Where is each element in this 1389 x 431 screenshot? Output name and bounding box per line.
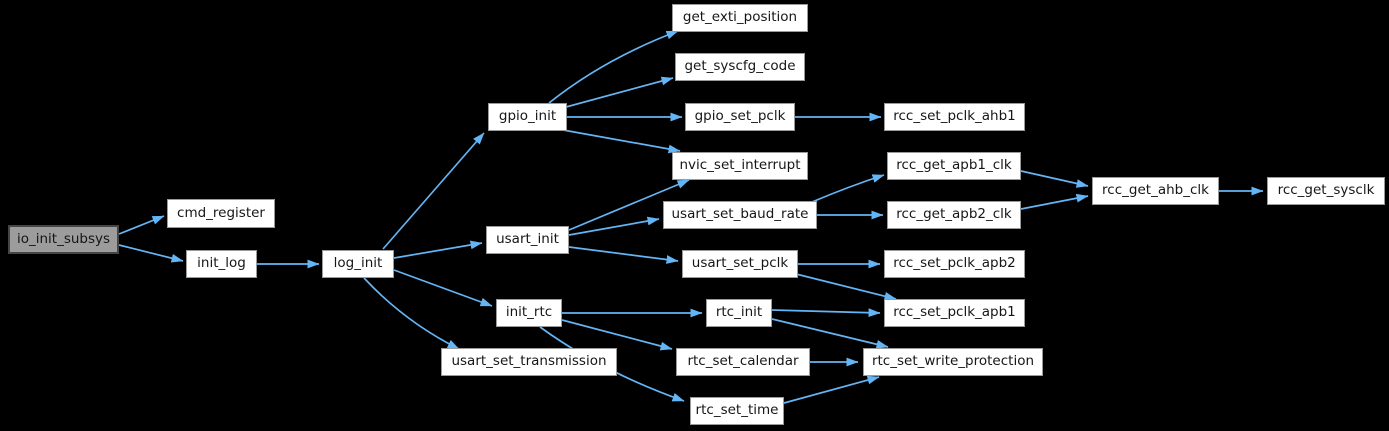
node-rtc_set_calendar[interactable]: rtc_set_calendar bbox=[676, 348, 810, 376]
edge-rtc_set_time--rtc_set_write_protection bbox=[783, 375, 880, 404]
node-label: cmd_register bbox=[177, 204, 265, 221]
node-label: get_exti_position bbox=[682, 9, 798, 26]
node-label: gpio_set_pclk bbox=[694, 108, 786, 125]
node-label: init_rtc bbox=[505, 304, 553, 321]
node-init_rtc[interactable]: init_rtc bbox=[496, 299, 562, 327]
node-rcc_set_pclk_apb1[interactable]: rcc_set_pclk_apb1 bbox=[884, 299, 1025, 327]
edge-usart_init--usart_set_pclk bbox=[568, 246, 679, 264]
node-label: log_init bbox=[333, 255, 383, 272]
node-label: rcc_set_pclk_apb2 bbox=[893, 255, 1016, 272]
node-label: rcc_set_pclk_apb1 bbox=[893, 304, 1016, 321]
node-rtc_set_write_protection[interactable]: rtc_set_write_protection bbox=[863, 348, 1043, 376]
node-gpio_init[interactable]: gpio_init bbox=[488, 103, 567, 131]
edge-log_init--gpio_init bbox=[382, 132, 485, 250]
node-label: usart_set_baud_rate bbox=[671, 206, 809, 223]
edge-log_init--usart_init bbox=[393, 240, 483, 259]
node-get_exti_position[interactable]: get_exti_position bbox=[672, 4, 808, 32]
node-label: usart_init bbox=[496, 231, 559, 248]
node-usart_set_baud_rate[interactable]: usart_set_baud_rate bbox=[663, 201, 817, 229]
node-label: usart_set_transmission bbox=[451, 353, 607, 370]
node-label: rtc_set_time bbox=[695, 402, 779, 419]
node-label: gpio_init bbox=[498, 108, 557, 125]
node-gpio_set_pclk[interactable]: gpio_set_pclk bbox=[685, 103, 795, 131]
node-rtc_set_time[interactable]: rtc_set_time bbox=[690, 397, 784, 425]
node-label: rtc_set_write_protection bbox=[871, 353, 1035, 370]
edge-rcc_get_apb1_clk--rcc_get_ahb_clk bbox=[1020, 170, 1089, 188]
node-rcc_set_pclk_ahb1[interactable]: rcc_set_pclk_ahb1 bbox=[884, 103, 1025, 131]
edge-rtc_init--rtc_set_write_protection bbox=[771, 318, 889, 349]
node-label: io_init_subsys bbox=[16, 230, 111, 247]
node-nvic_set_interrupt[interactable]: nvic_set_interrupt bbox=[672, 152, 808, 180]
node-label: usart_set_pclk bbox=[691, 255, 789, 272]
node-usart_init[interactable]: usart_init bbox=[486, 226, 569, 254]
node-usart_set_pclk[interactable]: usart_set_pclk bbox=[682, 250, 798, 278]
node-rcc_set_pclk_apb2[interactable]: rcc_set_pclk_apb2 bbox=[884, 250, 1025, 278]
edge-io_init_subsys--init_log bbox=[118, 244, 184, 263]
node-label: rtc_init bbox=[715, 304, 763, 321]
node-get_syscfg_code[interactable]: get_syscfg_code bbox=[675, 53, 805, 81]
node-label: init_log bbox=[197, 255, 246, 272]
node-label: rtc_set_calendar bbox=[687, 353, 799, 370]
edge-init_rtc--rtc_set_calendar bbox=[561, 319, 673, 351]
node-rtc_init[interactable]: rtc_init bbox=[706, 299, 772, 327]
node-label: get_syscfg_code bbox=[684, 58, 796, 75]
node-usart_set_transmission[interactable]: usart_set_transmission bbox=[441, 348, 617, 376]
node-label: rcc_set_pclk_ahb1 bbox=[893, 108, 1016, 125]
edge-io_init_subsys--cmd_register bbox=[118, 215, 165, 235]
edge-usart_init--nvic_set_interrupt bbox=[568, 179, 690, 231]
node-rcc_get_apb2_clk[interactable]: rcc_get_apb2_clk bbox=[887, 201, 1021, 229]
edge-log_init--init_rtc bbox=[393, 269, 493, 307]
node-rcc_get_ahb_clk[interactable]: rcc_get_ahb_clk bbox=[1092, 177, 1219, 205]
node-label: nvic_set_interrupt bbox=[679, 157, 801, 174]
edge-rcc_get_apb2_clk--rcc_get_ahb_clk bbox=[1020, 193, 1089, 210]
edge-usart_set_baud_rate--rcc_get_apb1_clk bbox=[811, 174, 885, 203]
node-label: rcc_get_sysclk bbox=[1277, 182, 1375, 199]
edge-rtc_init--rcc_set_pclk_apb1 bbox=[771, 308, 881, 318]
node-cmd_register[interactable]: cmd_register bbox=[167, 199, 275, 228]
edge-gpio_init--get_syscfg_code bbox=[565, 76, 674, 108]
node-label: rcc_get_ahb_clk bbox=[1102, 182, 1209, 199]
edge-usart_init--usart_set_baud_rate bbox=[568, 216, 660, 236]
node-io_init_subsys: io_init_subsys bbox=[8, 225, 119, 254]
node-init_log[interactable]: init_log bbox=[186, 250, 257, 278]
node-rcc_get_apb1_clk[interactable]: rcc_get_apb1_clk bbox=[887, 152, 1021, 180]
edge-usart_set_pclk--rcc_set_pclk_apb1 bbox=[795, 273, 897, 301]
node-log_init[interactable]: log_init bbox=[322, 250, 394, 278]
node-rcc_get_sysclk[interactable]: rcc_get_sysclk bbox=[1267, 177, 1385, 205]
node-label: rcc_get_apb1_clk bbox=[896, 157, 1012, 174]
edge-gpio_init--nvic_set_interrupt bbox=[562, 129, 681, 154]
node-label: rcc_get_apb2_clk bbox=[896, 206, 1012, 223]
edge-gpio_init--get_exti_position bbox=[548, 30, 679, 104]
edge-log_init--usart_set_transmission bbox=[363, 277, 460, 350]
